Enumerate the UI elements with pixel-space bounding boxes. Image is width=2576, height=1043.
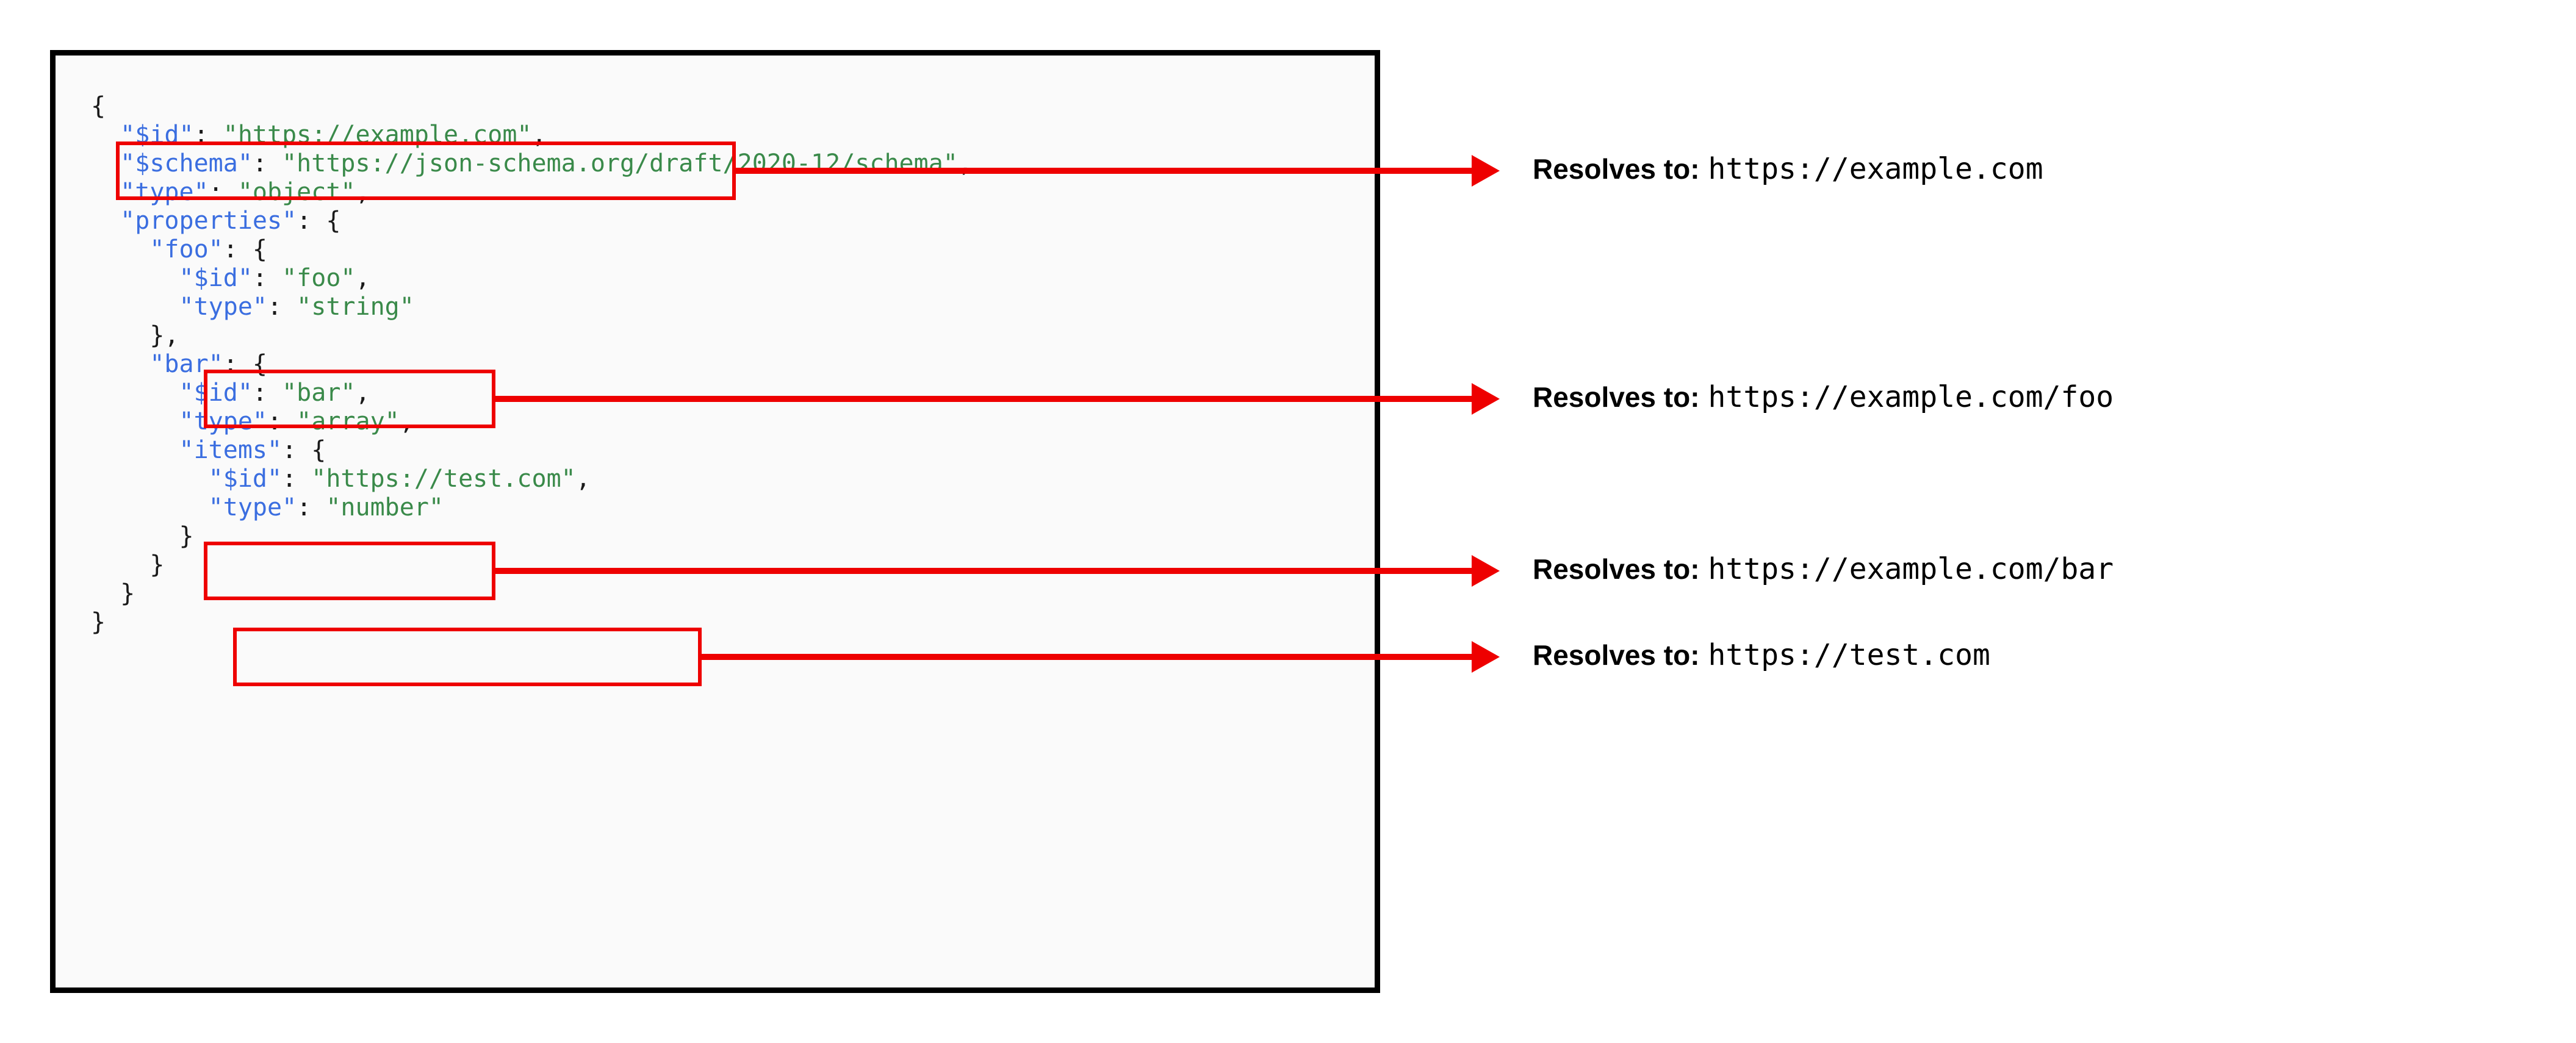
json-punctuation: :	[193, 121, 223, 149]
resolves-to-label: Resolves to:	[1533, 153, 1700, 185]
code-line: }	[91, 522, 973, 551]
code-line: "properties": {	[91, 207, 973, 235]
json-punctuation: ,	[355, 264, 370, 292]
json-string: "number"	[326, 493, 444, 522]
json-punctuation: }	[149, 551, 165, 579]
code-line: }	[91, 551, 973, 579]
code-indent	[91, 407, 179, 435]
json-key: "bar"	[149, 350, 223, 378]
json-string: "https://test.com"	[311, 465, 576, 493]
json-string: "string"	[297, 293, 414, 321]
json-punctuation: : {	[223, 235, 267, 263]
code-indent	[91, 149, 120, 177]
code-indent	[91, 235, 149, 263]
json-punctuation: :	[267, 293, 297, 321]
json-code-block: { "$id": "https://example.com", "$schema…	[91, 92, 973, 637]
json-punctuation: ,	[575, 465, 591, 493]
json-key: "$id"	[208, 465, 282, 493]
json-string: "https://example.com"	[223, 121, 532, 149]
resolved-url: https://example.com/bar	[1708, 552, 2114, 586]
code-indent	[91, 551, 149, 579]
code-indent	[91, 436, 179, 464]
json-punctuation: : {	[297, 207, 341, 235]
code-line: "foo": {	[91, 235, 973, 264]
json-string: "object"	[237, 178, 356, 206]
json-punctuation: :	[267, 407, 297, 435]
code-indent	[91, 121, 120, 149]
code-indent	[91, 264, 179, 292]
json-key: "$id"	[179, 379, 253, 407]
json-key: "type"	[120, 178, 209, 206]
json-punctuation: }	[120, 579, 135, 608]
json-key: "type"	[179, 407, 268, 435]
resolved-url: https://test.com	[1708, 638, 1990, 672]
json-key: "foo"	[149, 235, 223, 263]
json-string: "foo"	[282, 264, 356, 292]
json-string: "array"	[297, 407, 400, 435]
connector-arrow-bar-id	[495, 555, 1500, 587]
code-line: "type": "string"	[91, 293, 973, 321]
json-key: "type"	[208, 493, 297, 522]
code-line: "type": "array",	[91, 407, 973, 436]
code-indent	[91, 379, 179, 407]
resolution-note-items: Resolves to:https://test.com	[1533, 638, 1990, 672]
code-indent	[91, 350, 149, 378]
code-indent	[91, 321, 149, 349]
resolves-to-label: Resolves to:	[1533, 381, 1700, 413]
json-key: "$schema"	[120, 149, 253, 177]
json-punctuation: :	[208, 178, 238, 206]
json-punctuation: ,	[355, 178, 370, 206]
code-line: "bar": {	[91, 350, 973, 379]
code-line: }	[91, 608, 973, 637]
resolves-to-label: Resolves to:	[1533, 639, 1700, 671]
code-line: {	[91, 92, 973, 121]
json-key: "properties"	[120, 207, 297, 235]
json-string: "bar"	[282, 379, 356, 407]
resolved-url: https://example.com/foo	[1708, 380, 2114, 414]
json-punctuation: :	[297, 493, 326, 522]
code-indent	[91, 493, 209, 522]
resolution-note-bar: Resolves to:https://example.com/bar	[1533, 552, 2114, 586]
connector-arrow-items-id	[702, 641, 1500, 673]
resolution-note-foo: Resolves to:https://example.com/foo	[1533, 380, 2114, 414]
json-punctuation: : {	[282, 436, 326, 464]
code-line: "$id": "https://example.com",	[91, 121, 973, 149]
code-line: },	[91, 321, 973, 350]
json-code-panel: { "$id": "https://example.com", "$schema…	[50, 50, 1380, 993]
json-punctuation: :	[252, 379, 282, 407]
json-punctuation: : {	[223, 350, 267, 378]
code-indent	[91, 178, 120, 206]
json-punctuation: :	[252, 264, 282, 292]
code-indent	[91, 293, 179, 321]
json-punctuation: {	[91, 92, 106, 120]
connector-arrow-foo-id	[495, 383, 1500, 415]
resolution-note-root: Resolves to:https://example.com	[1533, 152, 2043, 186]
code-indent	[91, 207, 120, 235]
code-indent	[91, 465, 209, 493]
code-line: "$id": "https://test.com",	[91, 465, 973, 493]
resolves-to-label: Resolves to:	[1533, 553, 1700, 585]
json-punctuation: :	[252, 149, 282, 177]
connector-arrow-root-id	[736, 155, 1500, 187]
code-line: "type": "number"	[91, 493, 973, 522]
code-line: "$id": "bar",	[91, 379, 973, 407]
json-key: "type"	[179, 293, 268, 321]
code-indent	[91, 579, 120, 608]
resolved-url: https://example.com	[1708, 152, 2043, 186]
code-indent	[91, 522, 179, 550]
json-key: "items"	[179, 436, 282, 464]
code-line: "items": {	[91, 436, 973, 465]
json-punctuation: }	[179, 522, 194, 550]
code-line: }	[91, 579, 973, 608]
json-punctuation: ,	[531, 121, 547, 149]
json-key: "$id"	[120, 121, 194, 149]
json-punctuation: :	[282, 465, 312, 493]
code-line: "$id": "foo",	[91, 264, 973, 293]
json-key: "$id"	[179, 264, 253, 292]
json-punctuation: },	[149, 321, 179, 349]
json-punctuation: ,	[355, 379, 370, 407]
code-line: "type": "object",	[91, 178, 973, 207]
json-punctuation: }	[91, 608, 106, 636]
json-punctuation: ,	[399, 407, 414, 435]
